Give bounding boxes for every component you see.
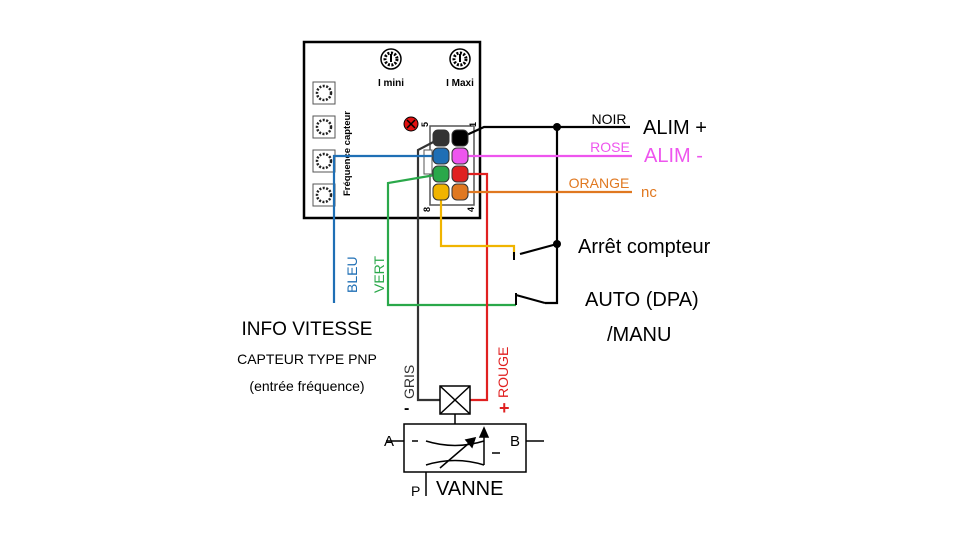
frequency-dial-icon (312, 115, 336, 139)
capteur-type-label: CAPTEUR TYPE PNP (237, 351, 377, 367)
frequency-dial-icon (312, 183, 336, 207)
pin-orange (451, 183, 469, 201)
wire-label-rose: ROSE (590, 139, 630, 155)
minus-terminal-label: - (404, 400, 409, 417)
pin-jaune (432, 183, 450, 201)
pin-number-1: 1 (468, 122, 478, 127)
wire-label-vert: VERT (371, 255, 387, 293)
wire-noir (459, 125, 630, 139)
pot-i-mini-icon (380, 48, 402, 70)
valve-port-p: P (411, 483, 420, 499)
pin-bleu (432, 147, 450, 165)
pot-i-maxi-icon (449, 48, 471, 70)
pin-number-5: 5 (420, 122, 430, 127)
manu-label: /MANU (607, 324, 671, 346)
nc-label: nc (641, 184, 657, 201)
pin-rouge (451, 165, 469, 183)
switch-contacts (513, 252, 546, 305)
entree-frequence-label: (entrée fréquence) (249, 378, 364, 394)
wire-label-rouge: ROUGE (495, 347, 511, 398)
frequency-dial-icon (312, 81, 336, 105)
pin-gris (432, 129, 450, 147)
pin-number-8: 8 (422, 207, 432, 212)
pin-number-4: 4 (466, 207, 476, 212)
wire-label-orange: ORANGE (569, 175, 630, 191)
blocked-pin-marker-icon (403, 116, 419, 132)
wire-label-bleu: BLEU (344, 256, 360, 293)
connector-latch (423, 149, 433, 175)
wire-label-noir: NOIR (592, 111, 627, 127)
junction-dot (553, 240, 561, 248)
wire-noir-arret (519, 242, 558, 256)
plus-terminal-label: + (499, 398, 510, 418)
wire-label-gris: GRIS (401, 365, 417, 399)
wire-noir-bus (545, 127, 559, 305)
alim-minus-label: ALIM - (644, 145, 703, 167)
proportional-valve-icon (386, 423, 544, 496)
pot-label-i-maxi: I Maxi (446, 78, 474, 89)
pin-noir (451, 129, 469, 147)
info-vitesse-label: INFO VITESSE (242, 319, 373, 340)
connector-pins (432, 129, 469, 201)
valve-port-b: B (510, 433, 520, 450)
valve-port-a: A (384, 433, 394, 450)
auto-dpa-label: AUTO (DPA) (585, 289, 699, 311)
wire-bleu (332, 154, 441, 303)
frequency-dial-icon (312, 149, 336, 173)
wire-jaune (439, 192, 516, 256)
frequency-capteur-label: Fréquence capteur (342, 111, 353, 196)
junction-dot (553, 123, 561, 131)
wire-vert (386, 172, 516, 307)
valve-name-label: VANNE (436, 478, 503, 500)
wire-gris (416, 137, 442, 402)
pot-label-i-mini: I mini (378, 78, 404, 89)
alim-plus-label: ALIM + (643, 117, 707, 139)
arret-compteur-label: Arrêt compteur (578, 236, 711, 258)
valve-solenoid-icon (439, 385, 471, 424)
pin-rose (451, 147, 469, 165)
wire-rouge (460, 172, 489, 402)
pin-vert (432, 165, 450, 183)
